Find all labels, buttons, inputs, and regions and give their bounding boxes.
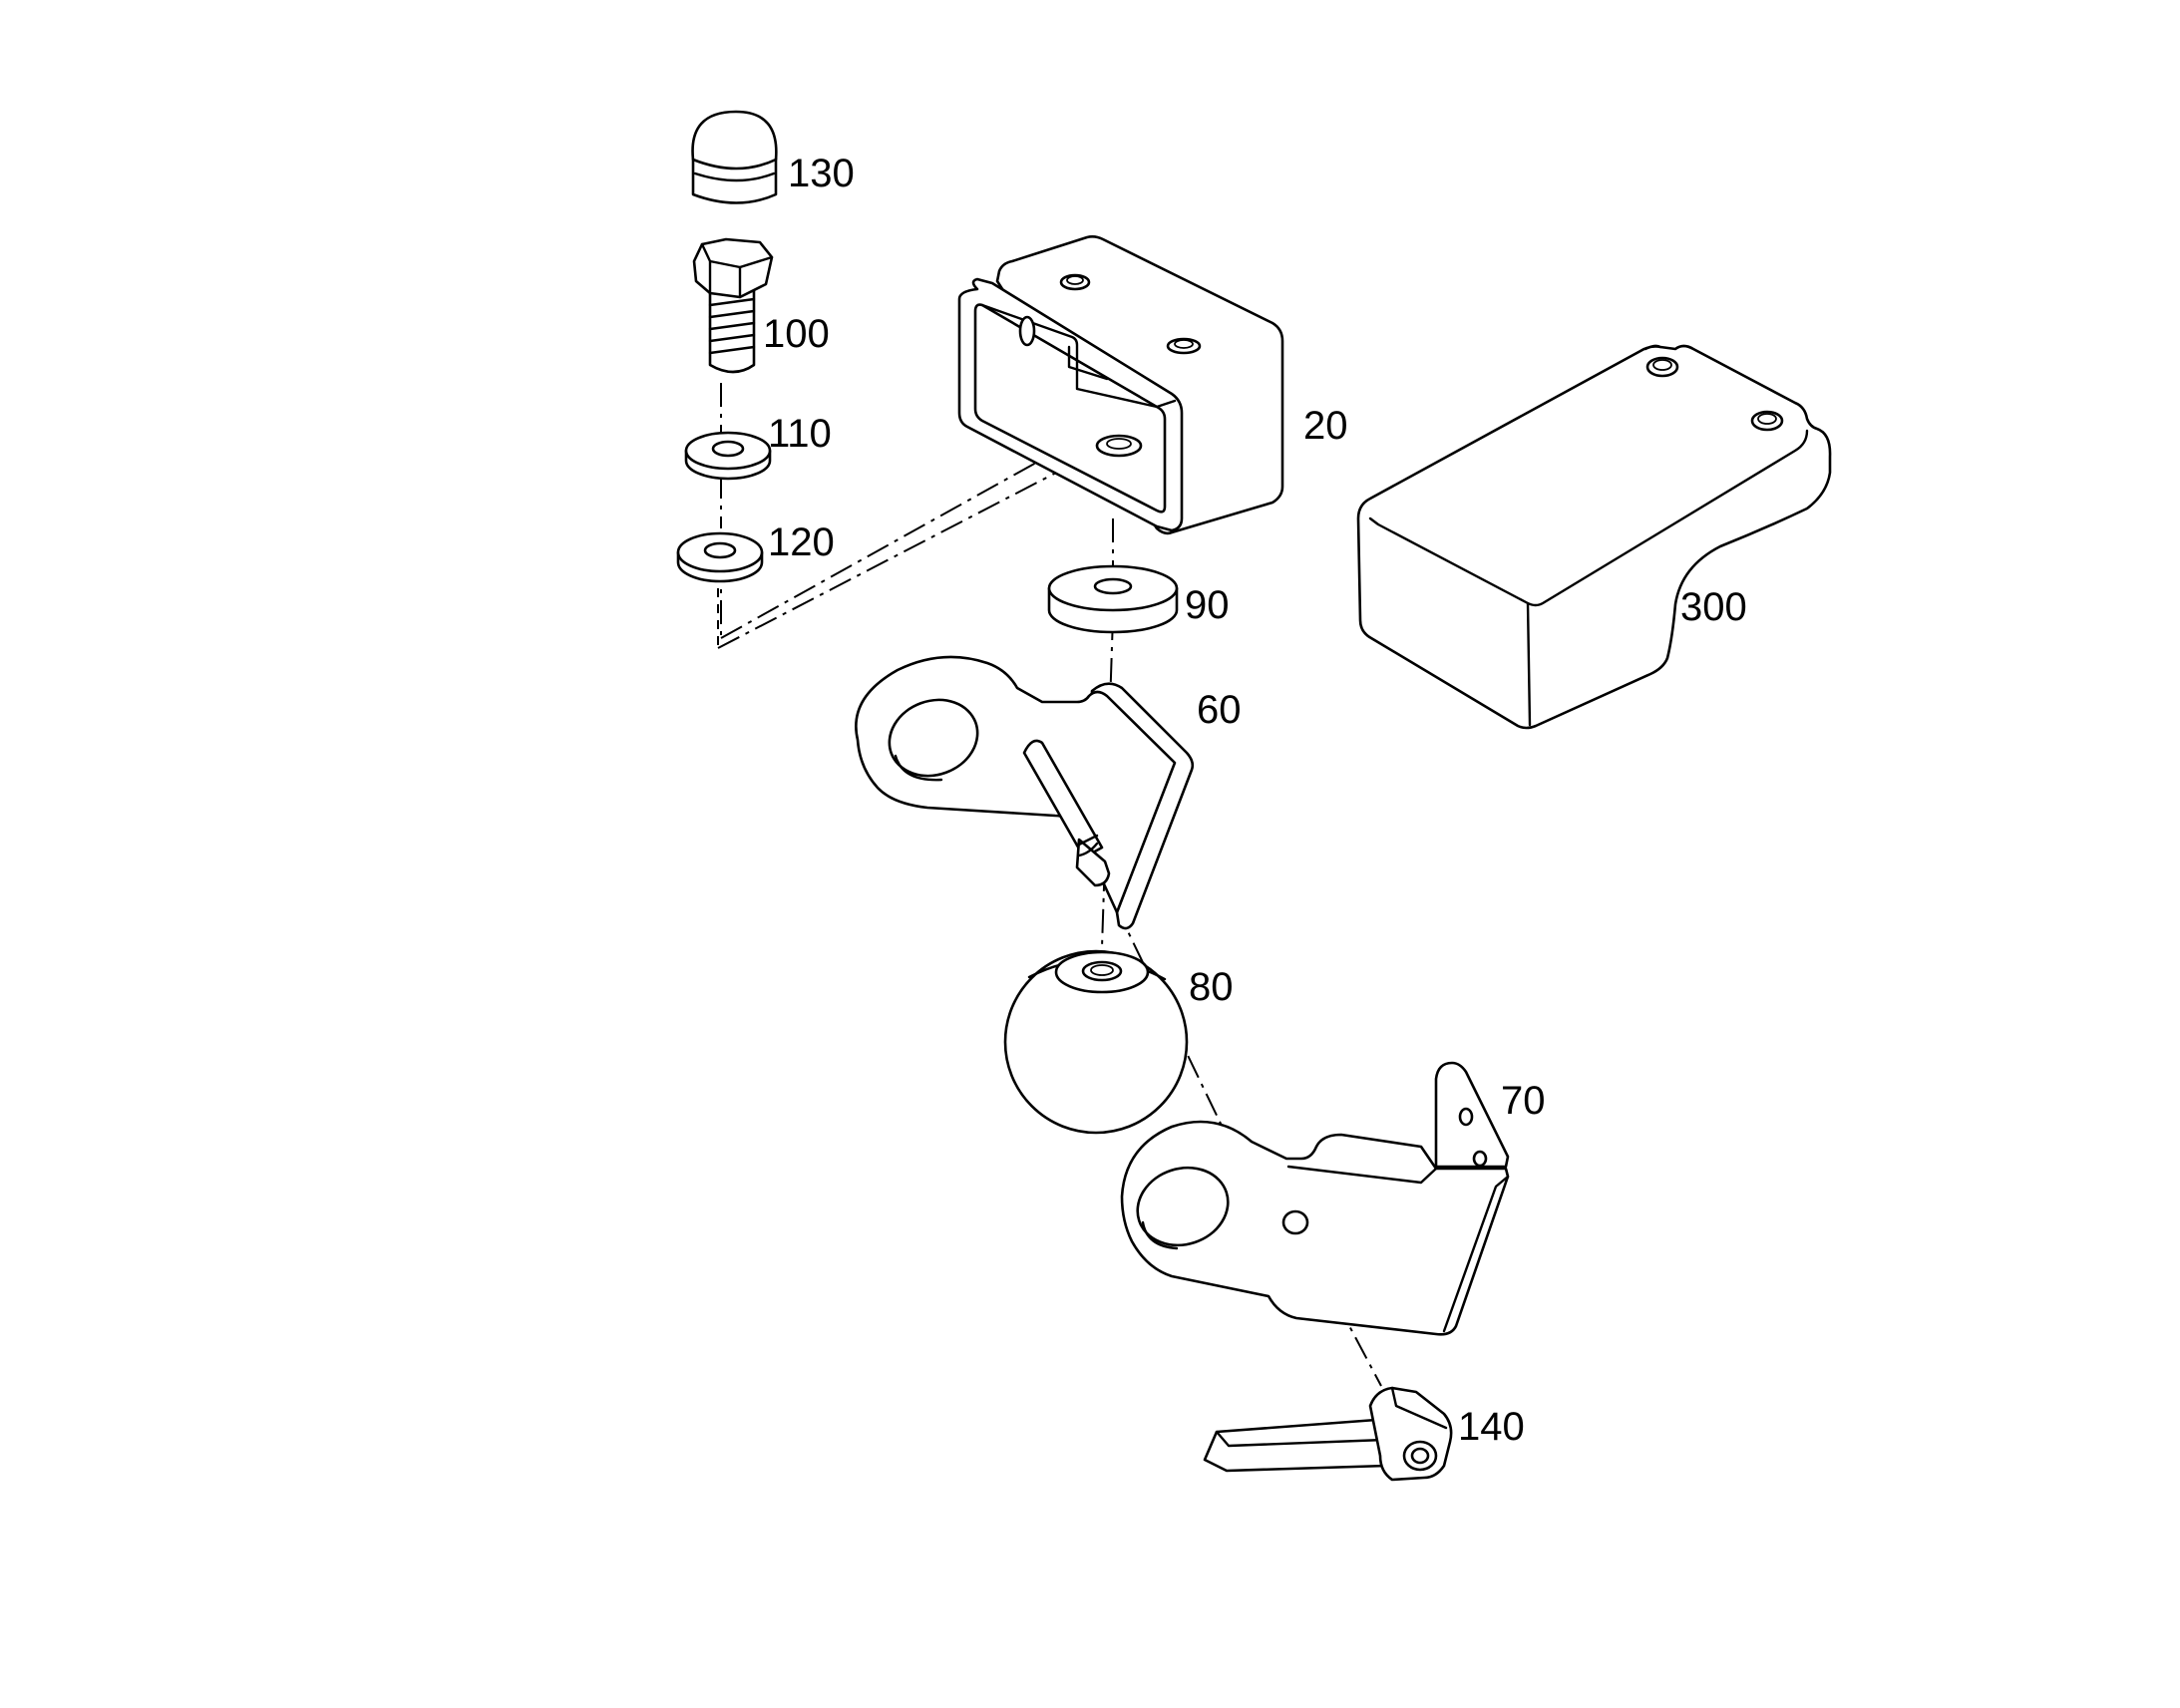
rectangular-tube-bracket-icon [957, 235, 1284, 535]
callout-110: 110 [768, 412, 832, 456]
callout-80: 80 [1189, 965, 1234, 1009]
callout-70: 70 [1501, 1079, 1546, 1123]
spacer-washer-icon [1047, 564, 1179, 634]
cover-block-icon [1356, 344, 1832, 730]
mounting-bracket-icon [1120, 1061, 1510, 1336]
callout-100: 100 [763, 312, 830, 356]
callout-20: 20 [1303, 404, 1348, 448]
callout-130: 130 [788, 152, 855, 195]
cap-nut-icon [691, 110, 778, 204]
callout-90: 90 [1185, 583, 1230, 627]
washer-icon [676, 531, 764, 583]
callout-300: 300 [1680, 585, 1747, 629]
callout-140: 140 [1458, 1405, 1525, 1449]
bolt-guide-line [717, 443, 1113, 649]
clamping-lever-icon [1203, 1386, 1453, 1482]
callout-120: 120 [768, 520, 835, 564]
washer-icon [684, 431, 772, 481]
callout-60: 60 [1197, 688, 1242, 732]
bracket-with-pin-icon [855, 655, 1195, 930]
hex-bolt-icon [692, 237, 774, 374]
ball-icon [1003, 949, 1189, 1135]
